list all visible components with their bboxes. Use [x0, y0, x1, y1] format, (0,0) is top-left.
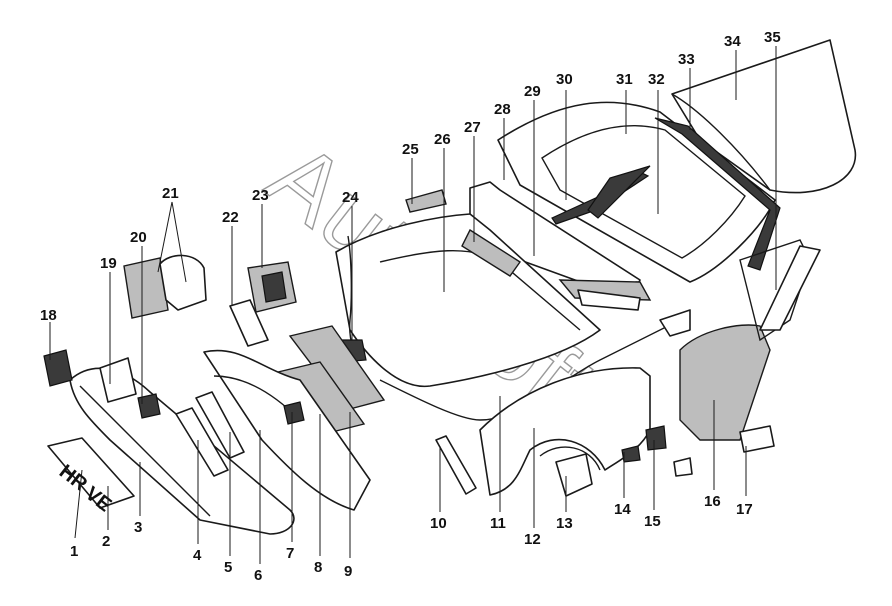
callout-20: 20: [130, 229, 147, 246]
callout-15: 15: [644, 513, 661, 530]
callout-23: 23: [252, 187, 269, 204]
callout-34: 34: [724, 33, 741, 50]
callout-26: 26: [434, 131, 451, 148]
callout-3: 3: [134, 519, 142, 536]
part-17-indicator: [739, 425, 775, 453]
callout-21: 21: [162, 185, 179, 202]
callout-35: 35: [764, 29, 781, 46]
part-4-5-brackets: [175, 391, 245, 477]
part-14-15-clips: [621, 425, 693, 477]
callout-22: 22: [222, 209, 239, 226]
callout-17: 17: [736, 501, 753, 518]
callout-9: 9: [344, 563, 352, 580]
callout-18: 18: [40, 307, 57, 324]
part-22-23-headlamp: [229, 261, 297, 347]
part-25-bracket: [405, 189, 447, 213]
callout-4: 4: [193, 547, 202, 564]
callout-10: 10: [430, 515, 447, 532]
callout-12: 12: [524, 531, 541, 548]
part-34-roof: [671, 39, 857, 194]
part-30-wiper: [551, 165, 651, 225]
part-26-bonnet: [335, 213, 601, 388]
part-20-21-lamps: [123, 254, 207, 319]
part-7-clip: [283, 401, 305, 425]
callout-8: 8: [314, 559, 322, 576]
callout-29: 29: [524, 83, 541, 100]
callout-24: 24: [342, 189, 359, 206]
leader-lines: [49, 46, 777, 564]
callout-32: 32: [648, 71, 665, 88]
callout-2: 2: [102, 533, 110, 550]
callout-labels: 1 2 3 4 5 6 7 8 9 10 11 12 13 14 15 16 1…: [40, 29, 781, 584]
part-18-19-corners: [43, 349, 161, 419]
callout-33: 33: [678, 51, 695, 68]
part-12-front-wing: [479, 367, 651, 496]
part-31-32-windscreen: [497, 101, 781, 283]
callout-28: 28: [494, 101, 511, 118]
callout-27: 27: [464, 119, 481, 136]
callout-6: 6: [254, 567, 262, 584]
callout-16: 16: [704, 493, 721, 510]
callout-1: 1: [70, 543, 78, 560]
callout-25: 25: [402, 141, 419, 158]
callout-11: 11: [490, 515, 506, 532]
callout-30: 30: [556, 71, 573, 88]
callout-7: 7: [286, 545, 294, 562]
part-10-bracket: [435, 435, 477, 495]
part-16-inner-wing: [679, 239, 821, 441]
callout-31: 31: [616, 71, 633, 88]
part-13-mudflap: [555, 453, 593, 497]
callout-14: 14: [614, 501, 631, 518]
callout-5: 5: [224, 559, 232, 576]
callout-13: 13: [556, 515, 573, 532]
callout-19: 19: [100, 255, 117, 272]
